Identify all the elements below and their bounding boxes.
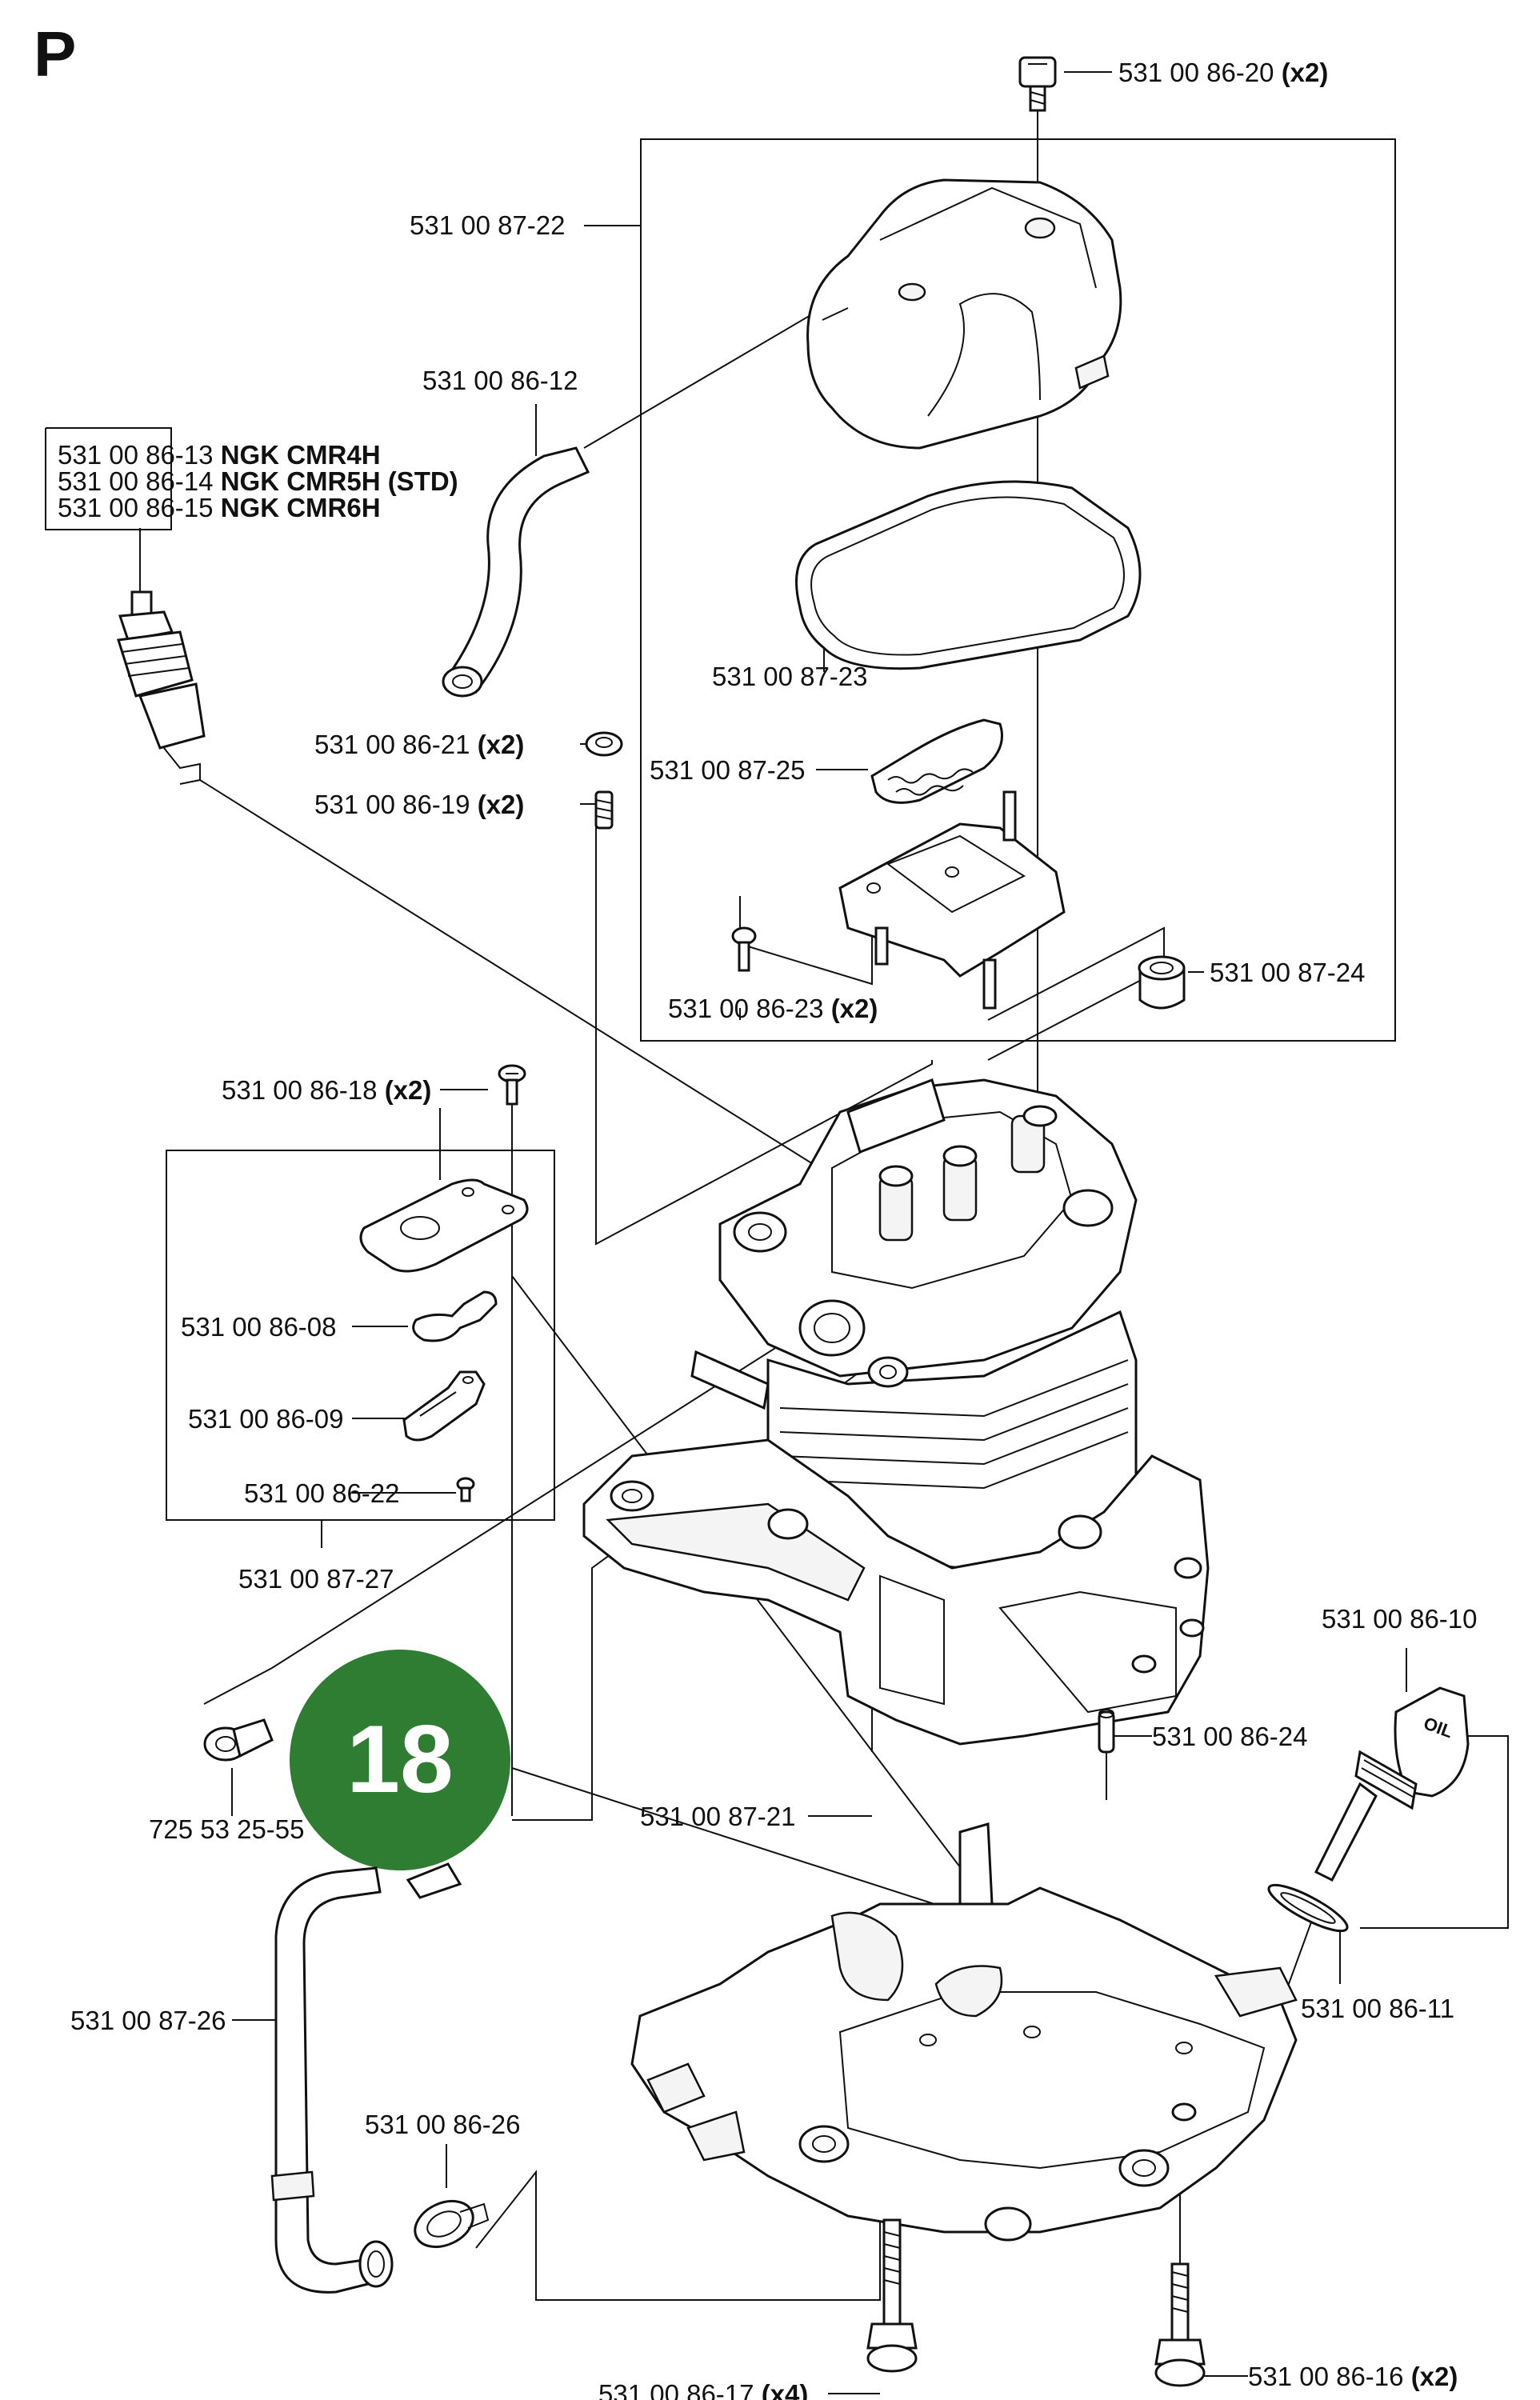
bushing — [1138, 955, 1186, 1010]
callout-label: 531 00 86-26 — [365, 2110, 521, 2139]
callout-label: 531 00 86-24 — [1152, 1722, 1308, 1751]
callout-label: 531 00 86-20 (x2) — [1118, 58, 1328, 87]
screw-plate — [498, 1064, 526, 1106]
callout-label: 531 00 86-19 (x2) — [314, 790, 524, 819]
callout-label: 725 53 25-55 — [149, 1814, 305, 1844]
cylinder-head-kit-box — [640, 138, 1396, 1042]
spark-plug — [117, 590, 206, 785]
valve-plate — [412, 1290, 498, 1342]
valve-kit-box — [166, 1150, 555, 1521]
callout-label: 531 00 86-12 — [422, 366, 578, 395]
callout-label: 531 00 87-26 — [70, 2006, 226, 2035]
callout-label: 531 00 87-24 — [1210, 958, 1366, 987]
screw-top — [1018, 56, 1057, 112]
oil-plug: OIL — [1314, 1686, 1470, 1882]
valve-plate-gasket — [359, 1178, 529, 1273]
crankcase-upper — [582, 1438, 1210, 1746]
callout-label: 531 00 87-27 — [238, 1564, 394, 1594]
rocker-cover — [806, 178, 1122, 450]
spark-plug-option: 531 00 86-13 NGK CMR4H — [58, 440, 381, 470]
valve-stop — [402, 1370, 486, 1442]
screw-small — [731, 926, 757, 972]
callout-label: 531 00 86-16 (x2) — [1248, 2362, 1458, 2391]
spark-plug-options-box — [45, 427, 172, 530]
spark-plug-options: 531 00 86-13 NGK CMR4H 531 00 86-14 NGK … — [58, 440, 458, 522]
nut — [585, 731, 623, 757]
hose-lower — [270, 1866, 394, 2294]
breather-hose — [442, 446, 590, 698]
callout-label: 531 00 86-11 — [1301, 1994, 1454, 2023]
screw-tiny — [456, 1477, 475, 1502]
callout-label: 531 00 86-10 — [1322, 1604, 1478, 1634]
screw-bottom — [1154, 2262, 1206, 2387]
callout-label: 531 00 86-08 — [181, 1312, 337, 1342]
valve-cover-base — [838, 790, 1066, 1010]
clamp — [414, 2199, 490, 2249]
hose-clamp-upper — [406, 1862, 462, 1899]
callout-label: 531 00 86-17 (x4) — [598, 2379, 808, 2400]
cover-gasket — [795, 480, 1142, 670]
callout-label: 531 00 87-23 — [712, 662, 868, 691]
callout-label: 531 00 86-18 (x2) — [222, 1075, 431, 1105]
callout-label: 531 00 86-09 — [188, 1404, 344, 1434]
callout-label: 531 00 86-21 (x2) — [314, 730, 524, 759]
callout-label: 531 00 87-25 — [650, 755, 806, 785]
callout-label: 531 00 86-22 — [244, 1478, 400, 1508]
spark-plug-option: 531 00 86-14 NGK CMR5H (STD) — [58, 466, 458, 496]
callout-label: 531 00 86-23 (x2) — [668, 994, 878, 1023]
stud — [594, 790, 614, 830]
spark-plug-option: 531 00 86-15 NGK CMR6H — [58, 493, 381, 522]
part-callouts: 531 00 86-20 (x2) 531 00 87-22 531 00 86… — [70, 58, 1478, 2400]
callout-label: 531 00 87-21 — [640, 1802, 796, 1831]
o-ring — [1267, 1883, 1349, 1933]
pin — [1098, 1709, 1115, 1754]
cylinder-head — [718, 1078, 1138, 1378]
crankcase-lower — [630, 1822, 1298, 2242]
badge-number: 18 — [346, 1706, 453, 1813]
badge-18: 18 — [290, 1650, 510, 1870]
section-letter: P — [34, 18, 76, 90]
filter-element — [870, 718, 1003, 804]
callout-label: 531 00 87-22 — [410, 210, 566, 240]
screw-long — [866, 2218, 918, 2373]
cap-screw — [203, 1718, 274, 1762]
